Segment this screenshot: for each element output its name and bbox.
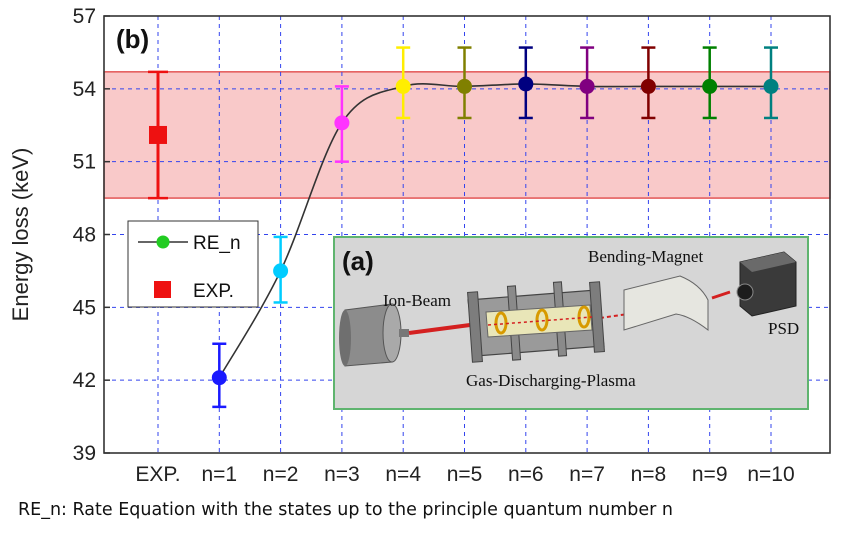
data-point-n10 (763, 46, 779, 120)
x-tick-label: n=2 (263, 463, 299, 486)
x-tick-label: n=9 (692, 463, 728, 486)
legend-marker-circle (156, 235, 170, 249)
ion-beam-line (408, 323, 471, 335)
psd-detector-icon (736, 251, 797, 317)
y-tick-label: 57 (73, 5, 96, 28)
data-point-n5 (457, 46, 472, 120)
y-tick-label: 39 (73, 442, 96, 465)
marker-circle (273, 263, 289, 279)
legend-marker-square (154, 281, 171, 298)
psd-label: PSD (768, 319, 799, 338)
legend-box (127, 220, 259, 308)
marker-circle (702, 78, 718, 94)
legend-label: RE_n (193, 233, 241, 254)
marker-square (149, 125, 167, 144)
data-point-n7 (579, 46, 595, 120)
marker-circle (334, 115, 350, 131)
marker-circle (518, 76, 534, 92)
inset-schematic: (a) Ion-Beam Gas-Discharging-Plasma (333, 236, 809, 410)
data-point-n6 (518, 46, 534, 120)
y-tick-label: 45 (73, 296, 96, 319)
inset-panel-label: (a) (342, 246, 374, 276)
data-point-exp (148, 70, 168, 200)
y-tick-label: 48 (73, 224, 96, 247)
marker-circle (640, 78, 656, 94)
data-point-n9 (702, 46, 718, 120)
data-point-n4 (395, 46, 411, 120)
y-tick-label: 54 (73, 78, 97, 101)
y-tick-label: 51 (73, 151, 96, 174)
ion-beam-line-2 (599, 313, 629, 319)
x-tick-label: n=5 (447, 463, 483, 486)
x-tick-label: n=1 (201, 463, 237, 486)
data-marks (148, 46, 779, 409)
plasma-chamber-icon (467, 281, 605, 363)
y-tick-label: 42 (73, 369, 96, 392)
x-tick-label: n=7 (569, 463, 605, 486)
bending-magnet-icon (623, 275, 709, 332)
marker-circle (457, 78, 472, 94)
marker-circle (763, 78, 779, 94)
x-tick-label: n=6 (508, 463, 544, 486)
x-tick-label: n=10 (747, 463, 794, 486)
y-axis-title: Energy loss (keV) (8, 148, 33, 322)
marker-circle (211, 370, 227, 386)
marker-circle (579, 78, 595, 94)
figure-caption: RE_n: Rate Equation with the states up t… (18, 500, 674, 520)
data-point-n1 (211, 342, 227, 409)
marker-circle (395, 78, 411, 94)
x-tick-label: n=3 (324, 463, 360, 486)
data-point-n2 (273, 235, 289, 304)
ion-beam-line-3 (711, 290, 731, 300)
ion-beam-label: Ion-Beam (383, 291, 451, 310)
legend-label: EXP. (193, 281, 234, 302)
plasma-label: Gas-Discharging-Plasma (466, 371, 636, 390)
ion-source-icon (339, 303, 409, 367)
x-tick-label: EXP. (135, 463, 180, 486)
x-tick-label: n=4 (385, 463, 421, 486)
panel-label: (b) (116, 24, 149, 54)
data-point-n8 (640, 46, 656, 120)
data-point-n3 (334, 85, 350, 163)
x-tick-label: n=8 (631, 463, 667, 486)
bending-magnet-label: Bending-Magnet (588, 247, 703, 266)
